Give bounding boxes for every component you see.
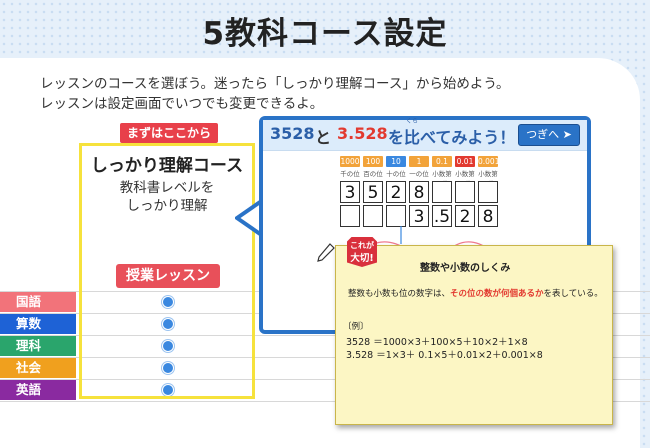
example-line-1: 3528 ＝1000×3＋100×5＋10×2＋1×8 [346,337,528,348]
info-title: 整数や小数のしくみ [420,263,511,274]
place-value-label: 十の位 [386,170,406,178]
example-label: 〔例〕 [343,322,369,332]
example-line-2: 3.528 ＝1×3＋ 0.1×5＋0.01×2＋0.001×8 [346,350,543,361]
important-badge: これが 大切! [347,237,377,267]
digit-cell [363,205,383,227]
preview-num1: 3528 [270,124,315,143]
badge-top: これが [350,241,374,250]
place-value-label: 一の位 [409,170,429,178]
digit-cell [432,181,452,203]
start-here-tag: まずはここから [120,123,218,143]
digit-cell: 5 [363,181,383,203]
row-divider [0,357,650,358]
intro-line-2: レッスンは設定画面でいつでも変更できるよ。 [40,96,324,112]
subject-label: 社会 [0,358,76,378]
course-title: しっかり理解コース [90,156,244,176]
digit-cell [455,181,475,203]
digit-cell: 8 [409,181,429,203]
next-button[interactable]: つぎへ ➤ [518,124,580,146]
digit-cell: 2 [386,181,406,203]
place-value-tag: 0.1 [432,156,452,167]
subject-radio[interactable] [162,340,174,352]
info-body-emph: その位の数が何個あるか [450,289,544,299]
subject-radio[interactable] [162,384,174,396]
subject-label: 理科 [0,336,76,356]
digit-cell: 8 [478,205,498,227]
place-value-tag: 1000 [340,156,360,167]
subject-radio[interactable] [162,318,174,330]
pencil-icon[interactable] [316,242,336,264]
info-body: 整数も小数も位の数字は、その位の数が何個あるかを表している。 [348,287,603,299]
preview-ruby: くら [406,118,419,125]
preview-num2: 3.528 [337,124,388,143]
page-title: 5教科コース設定 [202,16,448,52]
place-value-tag: 1 [409,156,429,167]
digit-cell: 3 [409,205,429,227]
subject-label: 英語 [0,380,76,400]
key-point-card [335,245,613,425]
place-value-label: 百の位 [363,170,383,178]
course-desc-1: 教科書レベルを [119,180,215,196]
row-divider [0,379,650,380]
place-value-label: 千の位 [340,170,360,178]
preview-and: と [315,128,332,147]
preview-tail: を比べてみよう！ [388,128,516,147]
digit-cell [340,205,360,227]
row-divider [0,335,650,336]
course-highlight-frame[interactable] [79,143,255,399]
place-value-tag: 100 [363,156,383,167]
digit-cell: .5 [432,205,452,227]
badge-bottom: 大切! [350,253,374,264]
arrow-right-icon: ➤ [562,128,572,141]
info-body-pre: 整数も小数も位の数字は、 [348,289,451,299]
place-value-tag: 10 [386,156,406,167]
intro-line-1: レッスンのコースを選ぼう。迷ったら「しっかり理解コース」から始めよう。 [40,76,510,92]
subject-radio[interactable] [162,362,174,374]
course-desc-2: しっかり理解 [126,198,208,214]
next-button-label: つぎへ [526,128,560,141]
lesson-button[interactable]: 授業レッスン [116,264,220,288]
subject-radio[interactable] [162,296,174,308]
subject-label: 算数 [0,314,76,334]
digit-cell [386,205,406,227]
subject-label: 国語 [0,292,76,312]
place-value-tag: 0.001 [478,156,500,167]
info-body-post: を表している。 [543,289,603,299]
place-value-tag: 0.01 [455,156,475,167]
digit-cell: 2 [455,205,475,227]
digit-cell: 3 [340,181,360,203]
digit-cell [478,181,498,203]
row-divider [0,401,650,402]
